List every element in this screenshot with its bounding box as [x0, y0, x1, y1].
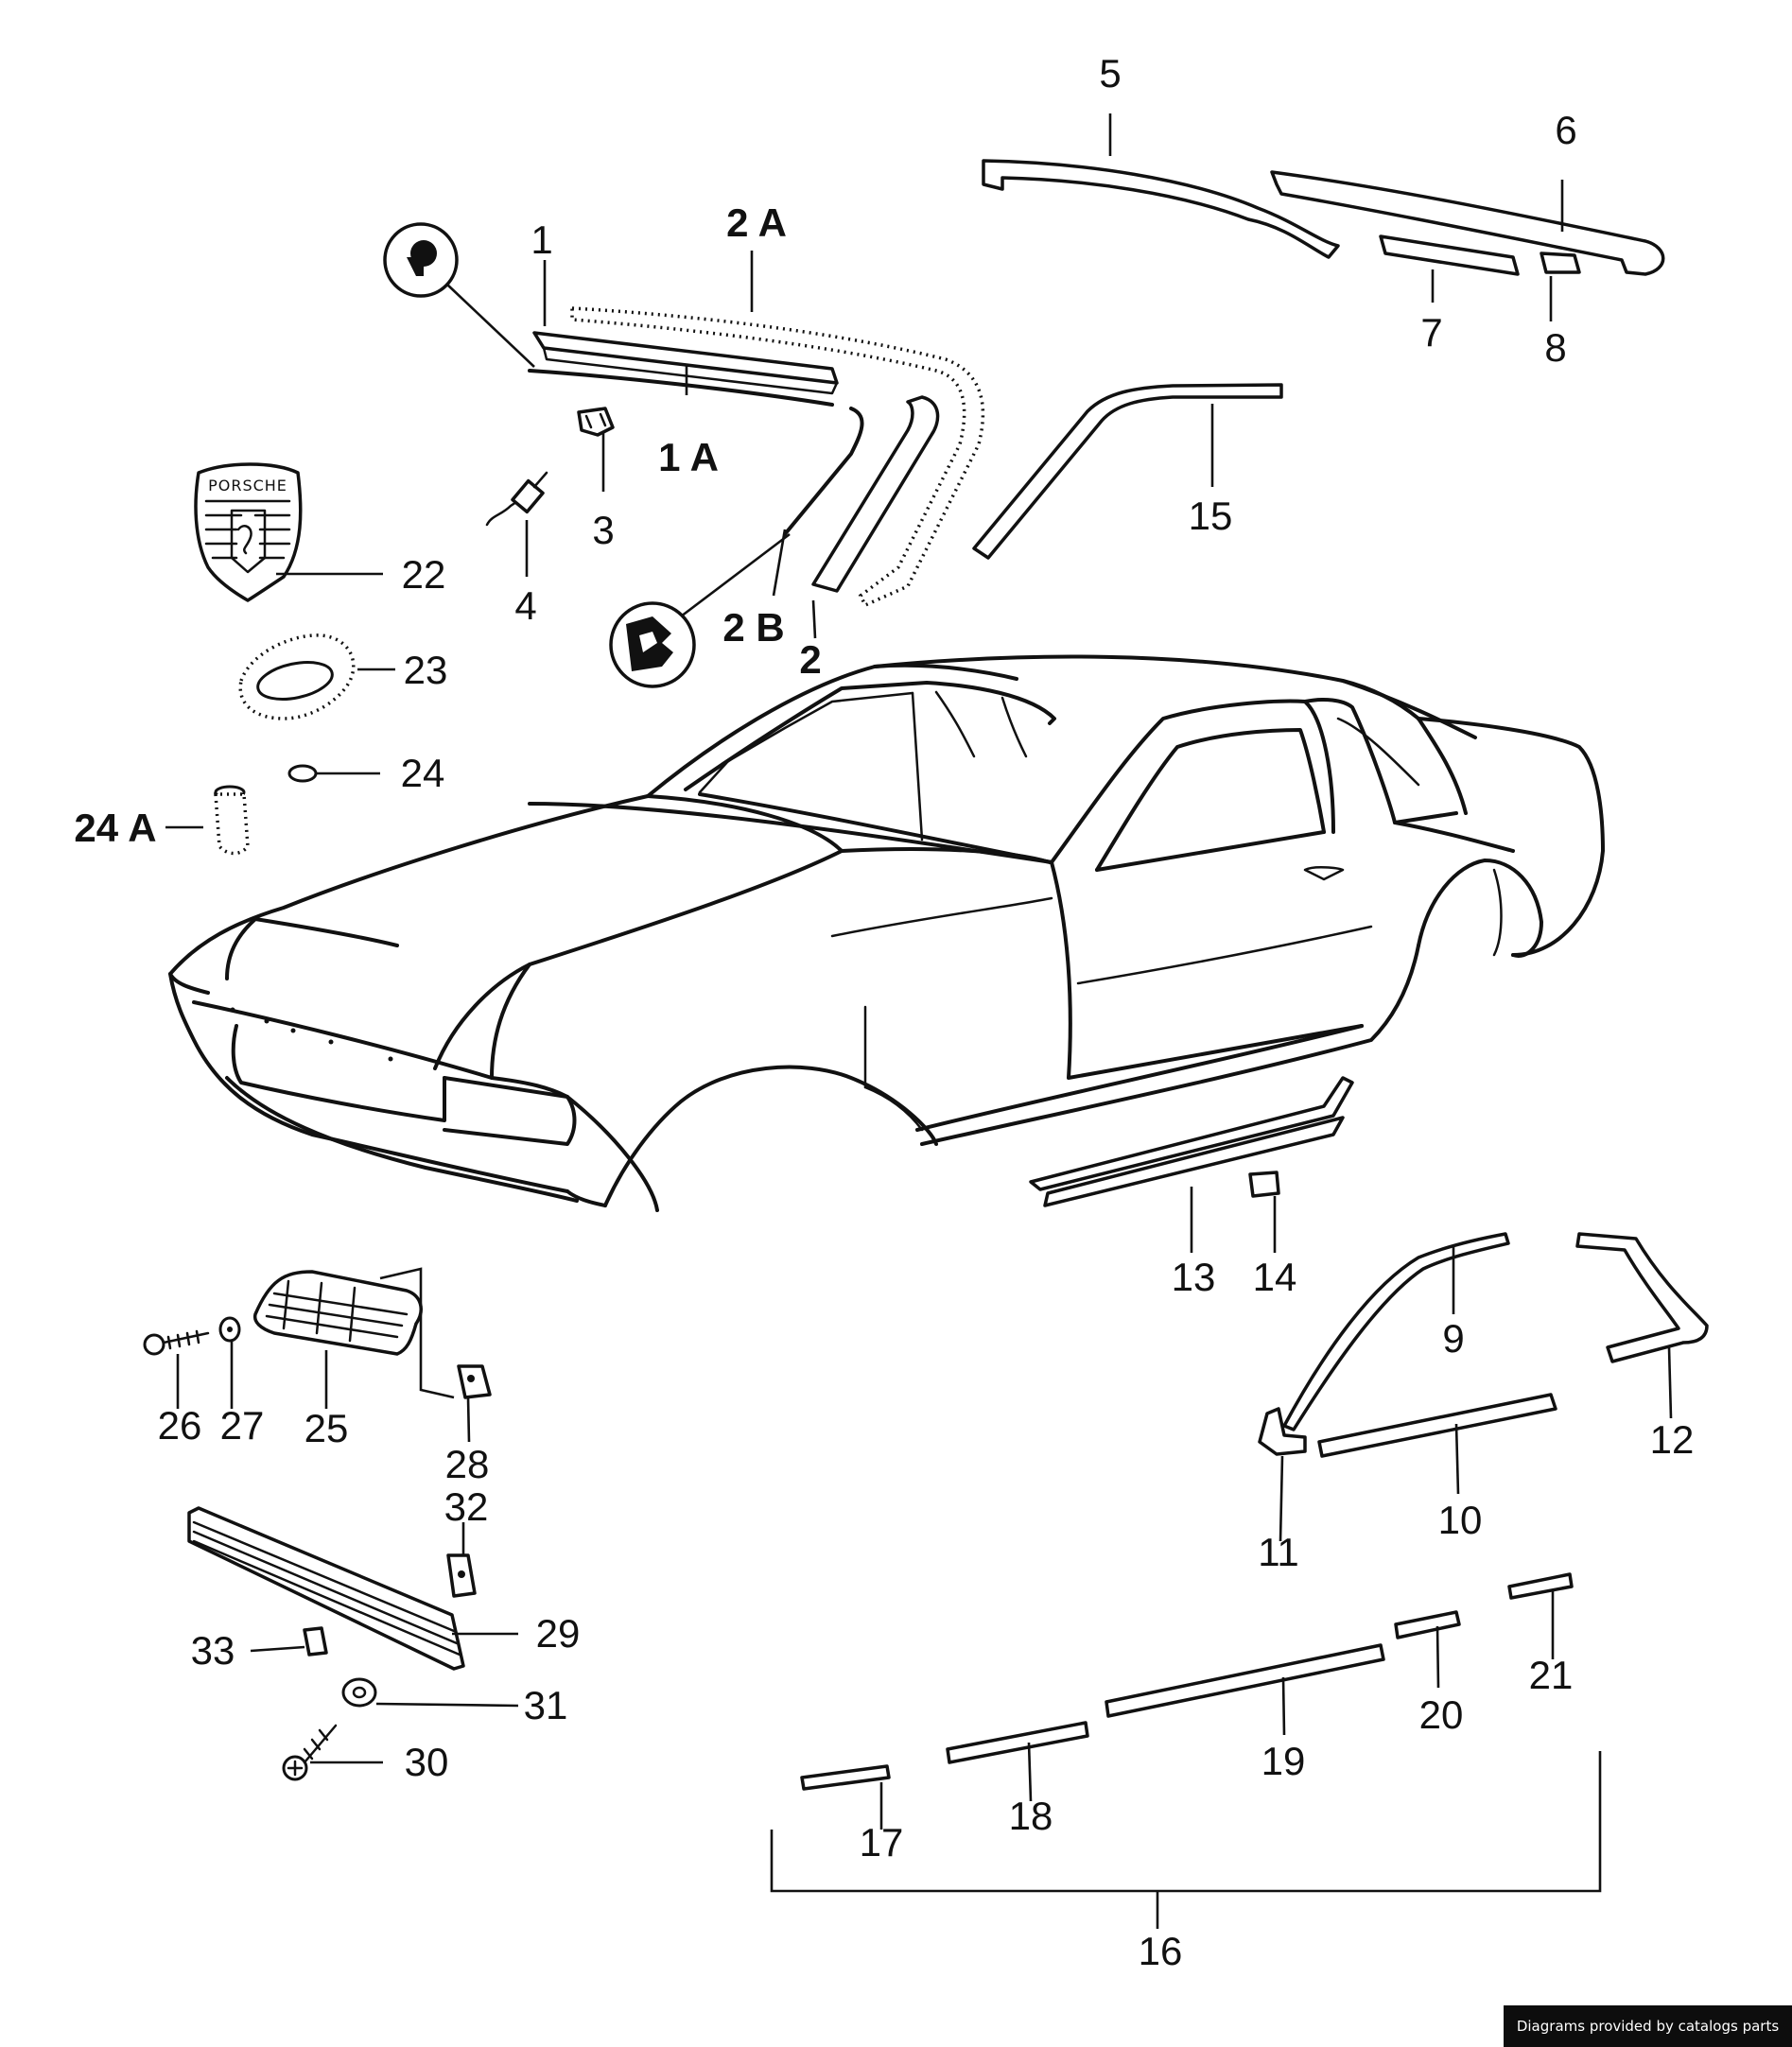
callout-16: 16 [1139, 1929, 1183, 1973]
part-1-seal [532, 331, 839, 395]
callout-21: 21 [1529, 1653, 1574, 1697]
part-33-nut [303, 1626, 328, 1657]
part-15-strip [972, 383, 1283, 560]
part-23-bezel [238, 633, 356, 720]
callout-19: 19 [1261, 1739, 1306, 1783]
callout-8: 8 [1544, 325, 1566, 370]
callout-4: 4 [514, 583, 536, 628]
callout-20: 20 [1419, 1692, 1464, 1737]
leader-lines [165, 113, 1673, 1830]
callout-2b: 2 B [722, 605, 784, 650]
callout-11: 11 [1258, 1530, 1299, 1574]
callout-10: 10 [1438, 1498, 1483, 1542]
callout-15: 15 [1189, 494, 1233, 538]
crest-wordmark: PORSCHE [208, 477, 287, 494]
part-27-washer [218, 1316, 241, 1343]
callout-27: 27 [220, 1403, 265, 1448]
part-12-strip [1575, 1232, 1709, 1363]
part-30-screw [282, 1724, 338, 1781]
callout-22: 22 [402, 552, 446, 597]
part-1a-seal [528, 369, 834, 407]
callout-2: 2 [799, 637, 821, 682]
part-18-trim [946, 1721, 1089, 1764]
callout-18: 18 [1009, 1794, 1053, 1838]
part-24-grommet [287, 764, 318, 783]
callout-23: 23 [404, 648, 448, 692]
part-14-clip [1248, 1171, 1280, 1198]
part-10-strip [1317, 1393, 1557, 1458]
part-16-bracket [770, 1751, 1602, 1929]
callout-9: 9 [1442, 1316, 1464, 1361]
part-5-strip [982, 159, 1340, 259]
callout-labels: 1 1 A 2 2 A 2 B 3 4 5 6 7 8 9 10 11 12 1… [74, 51, 1694, 1973]
callout-29: 29 [536, 1611, 581, 1656]
part-25-grille [252, 1267, 455, 1399]
callout-30: 30 [405, 1740, 449, 1784]
callout-12: 12 [1650, 1417, 1695, 1462]
callout-3: 3 [592, 508, 614, 552]
part-19-trim [1105, 1643, 1385, 1718]
car-body [168, 654, 1605, 1212]
keyhole-detail-icon [383, 222, 535, 368]
callout-17: 17 [860, 1820, 904, 1865]
callout-13: 13 [1172, 1255, 1216, 1299]
part-31-washer [341, 1677, 377, 1708]
callout-24a: 24 A [74, 806, 156, 850]
callout-6: 6 [1555, 108, 1576, 152]
part-2-seal [811, 395, 940, 593]
callout-32: 32 [444, 1484, 489, 1529]
part-2a-seal [570, 306, 985, 608]
credit-footer: Diagrams provided by catalogs parts [1504, 2005, 1792, 2047]
part-26-screw [143, 1329, 210, 1356]
part-7-strip [1379, 234, 1520, 276]
part-32-clip [446, 1553, 477, 1598]
callout-2a: 2 A [726, 200, 787, 245]
part-24a-plug [214, 785, 250, 856]
part-2b-seal [783, 407, 864, 536]
callout-26: 26 [158, 1403, 202, 1448]
callout-33: 33 [191, 1628, 235, 1673]
part-9-strip [1282, 1232, 1510, 1431]
part-6-strip [1270, 170, 1665, 276]
callout-1a: 1 A [658, 435, 719, 479]
part-4-spring [485, 471, 548, 527]
part-29-grille [187, 1506, 465, 1671]
callout-5: 5 [1099, 51, 1121, 95]
callout-31: 31 [524, 1683, 568, 1727]
part-21-trim [1507, 1572, 1574, 1600]
part-8-clip [1540, 252, 1581, 274]
part-3-clip [577, 407, 615, 437]
part-17-trim [800, 1764, 891, 1791]
callout-14: 14 [1253, 1255, 1297, 1299]
part-11-corner [1258, 1407, 1307, 1456]
part-13-sill [1029, 1076, 1354, 1207]
callout-28: 28 [445, 1442, 490, 1486]
callout-7: 7 [1420, 310, 1442, 355]
porsche-crest-icon: PORSCHE [194, 462, 303, 602]
part-28-clip [457, 1364, 492, 1399]
callout-1: 1 [531, 217, 552, 262]
seal-profile-detail-icon [609, 532, 791, 688]
part-20-trim [1394, 1610, 1461, 1639]
callout-24: 24 [401, 751, 445, 795]
callout-25: 25 [304, 1406, 349, 1450]
